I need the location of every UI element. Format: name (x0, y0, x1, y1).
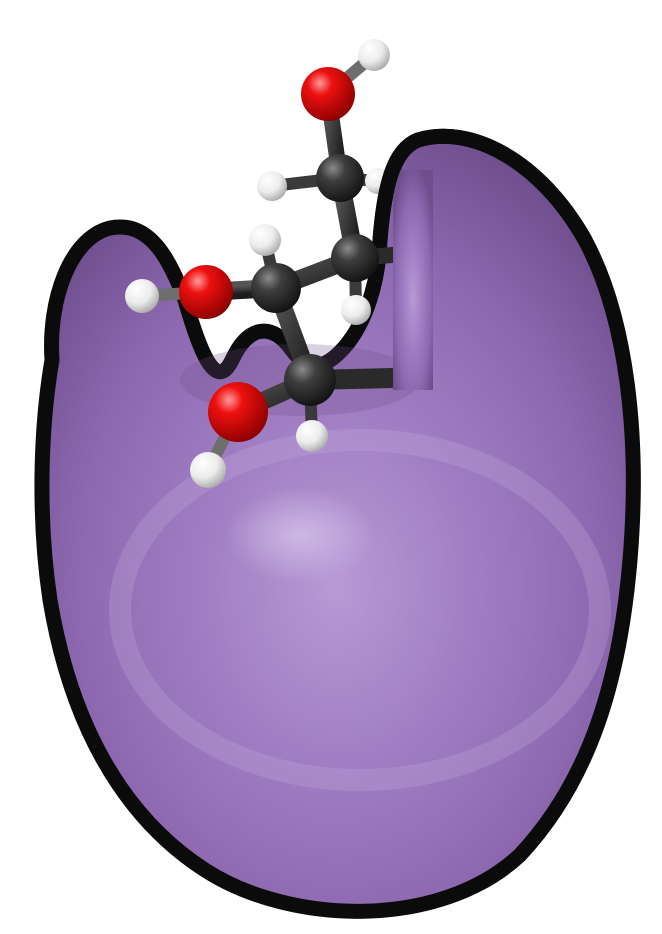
pocket-highlight (225, 487, 375, 583)
carbon-atom (251, 263, 301, 313)
hydrogen-atom (190, 452, 226, 488)
oxygen-atom (301, 67, 355, 121)
pocket-top-rim (372, 128, 593, 248)
pocket-highlight-ring (109, 429, 611, 791)
carbon-atom (316, 154, 364, 202)
carbon-atom (284, 354, 336, 406)
molecule-crop-mask (393, 170, 433, 390)
hydrogen-atom (257, 171, 287, 201)
oxygen-atom (208, 382, 268, 442)
hydrogen-atom (296, 420, 328, 452)
hydrogen-atom (125, 279, 159, 313)
carbon-atom (331, 234, 379, 282)
atoms (125, 39, 391, 488)
hydrogen-atom (341, 295, 371, 325)
hydrogen-atom (249, 224, 281, 256)
hydrogen-atom (358, 39, 390, 71)
molecule (125, 39, 402, 488)
oxygen-atom (179, 265, 233, 319)
